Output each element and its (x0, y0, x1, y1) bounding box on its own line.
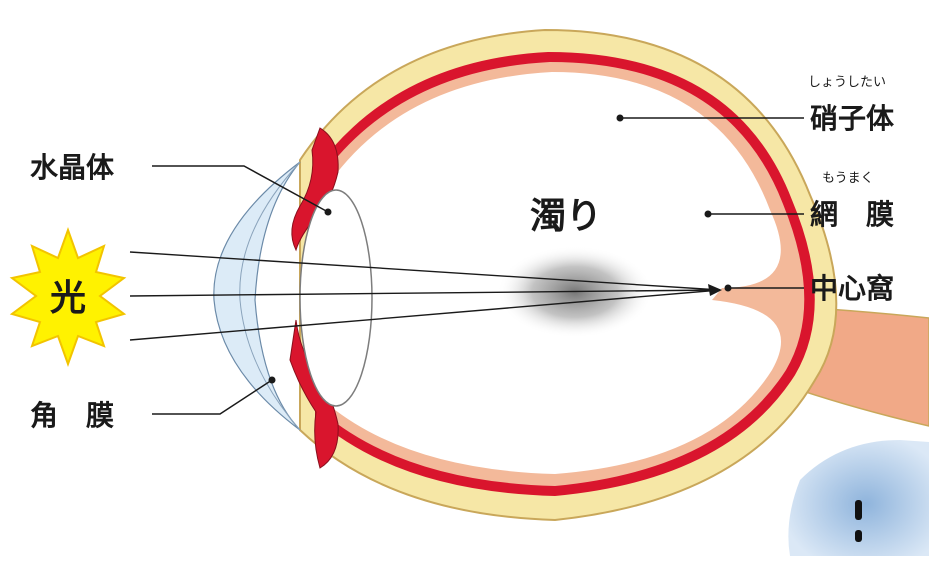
crystalline-lens (299, 189, 373, 407)
cornea (213, 161, 301, 431)
leader-lines (152, 114, 804, 415)
light-burst-icon (9, 227, 127, 367)
retina-label: 網 膜 (810, 198, 894, 231)
vitreous-reading: しょうしたい (808, 75, 886, 90)
retina-reading: もうまく (822, 171, 874, 186)
decorative-blob (788, 440, 929, 556)
iris-upper (291, 127, 339, 252)
crystalline-lens-label: 水晶体 (30, 151, 115, 184)
light-rays (129, 251, 722, 341)
vitreous-label: 硝子体 (810, 102, 895, 135)
cornea-label: 角 膜 (30, 399, 114, 432)
fovea-label: 中心窩 (810, 272, 894, 305)
light-label: 光 (50, 278, 86, 319)
opacity-label: 濁り (530, 196, 602, 237)
